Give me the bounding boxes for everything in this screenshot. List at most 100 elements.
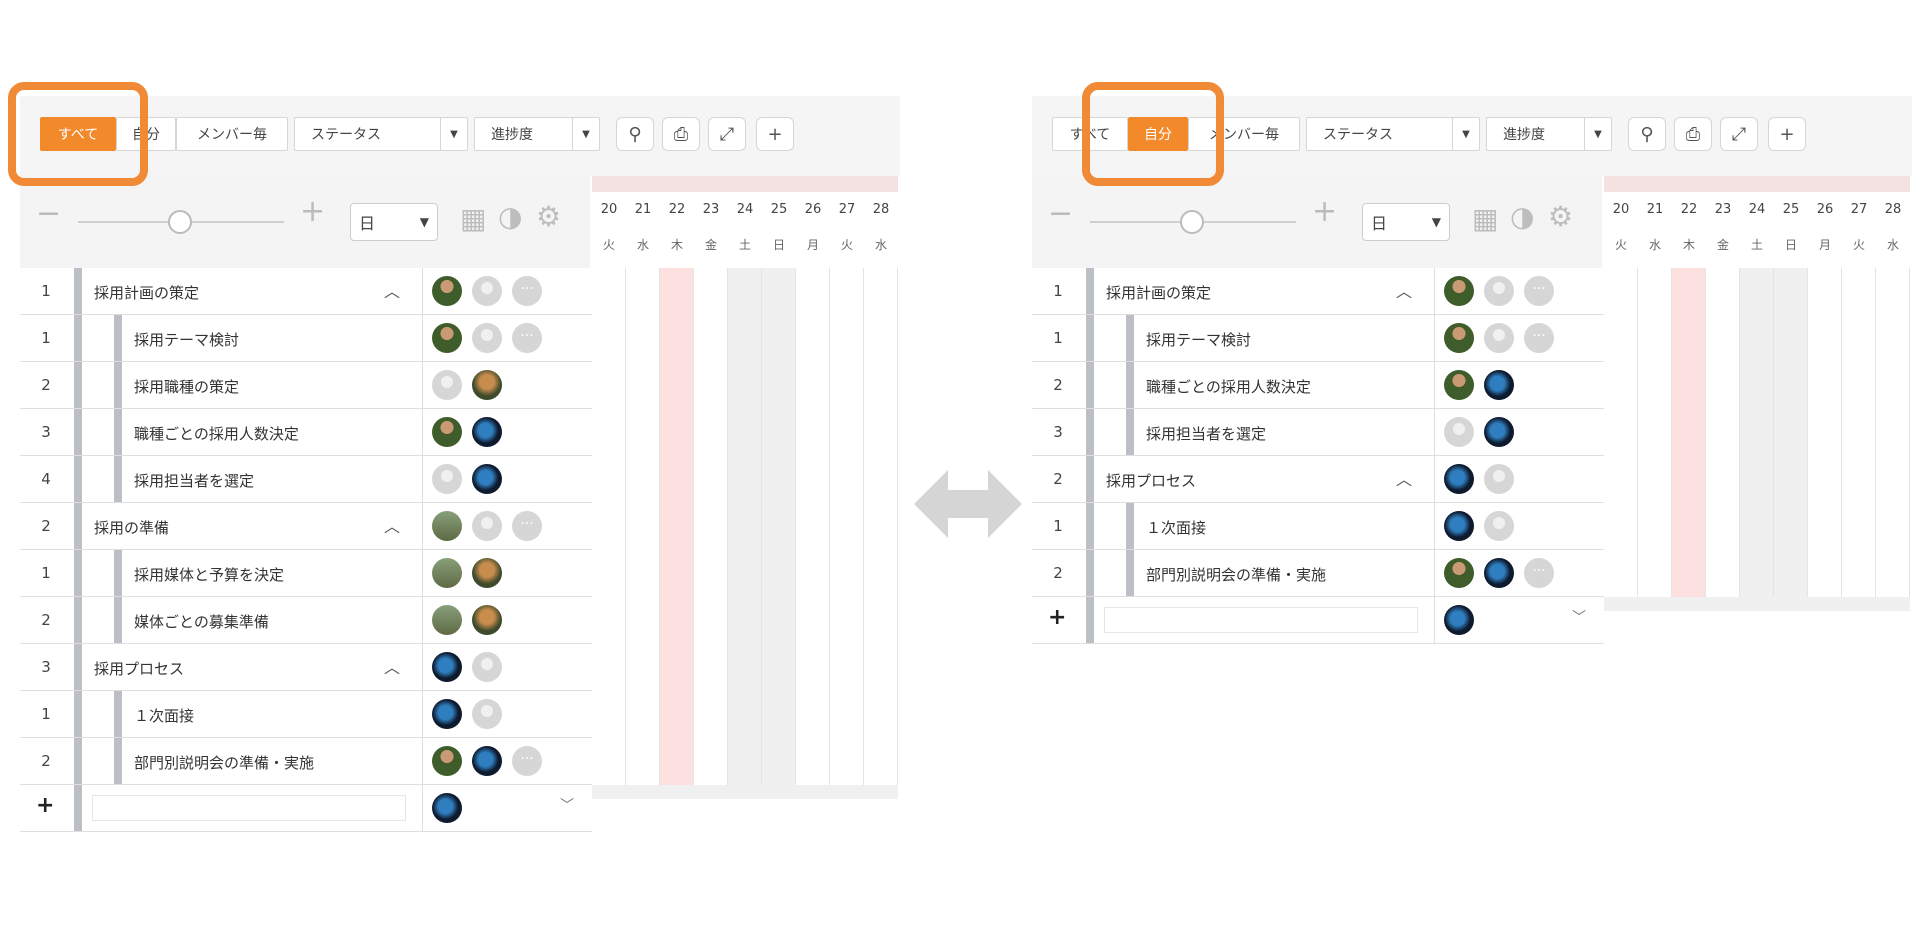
task-name[interactable]: 採用担当者を選定 [134,472,255,490]
zoom-out-icon[interactable]: − [36,196,62,231]
more-assignees-icon[interactable]: ··· [1524,276,1554,306]
chevron-down-icon[interactable]: ﹀ [560,798,574,814]
weekday-label: 土 [738,238,751,252]
task-name[interactable]: 採用媒体と予算を決定 [134,566,285,584]
task-name[interactable]: 職種ごとの採用人数決定 [1146,378,1311,396]
chevron-up-icon[interactable]: ︿ [384,282,401,301]
filter-all-button[interactable]: すべて [1052,117,1128,151]
task-name[interactable]: 採用職種の策定 [134,378,240,396]
zoom-in-icon[interactable]: + [300,194,326,229]
task-name[interactable]: １次面接 [134,707,195,725]
more-assignees-icon[interactable]: ··· [512,276,542,306]
filter-member-button[interactable]: メンバー毎 [176,117,288,151]
new-task-input[interactable] [92,795,406,821]
filter-all-button[interactable]: すべて [40,117,116,151]
more-assignees-icon[interactable]: ··· [512,511,542,541]
more-assignees-icon[interactable]: ··· [1524,323,1554,353]
more-assignees-icon[interactable]: ··· [512,746,542,776]
more-assignees-icon[interactable]: ··· [512,323,542,353]
gear-icon[interactable]: ⚙ [536,200,562,233]
chevron-up-icon[interactable]: ︿ [384,517,401,536]
plus-icon[interactable]: + [1768,117,1806,151]
chevron-up-icon[interactable]: ︿ [1396,470,1413,489]
calendar-icon[interactable]: ▦ [1472,202,1499,235]
palette-icon[interactable]: ◑ [498,200,523,233]
gear-icon[interactable]: ⚙ [1548,200,1574,233]
plus-icon[interactable]: + [756,117,794,151]
add-task-button[interactable]: + [1048,605,1067,630]
task-name[interactable]: 部門別説明会の準備・実施 [1146,566,1327,584]
progress-select[interactable]: 進捗度 [474,117,574,151]
filter-member-button[interactable]: メンバー毎 [1188,117,1300,151]
zoom-in-icon[interactable]: + [1312,194,1338,229]
fullscreen-icon[interactable]: ⤢ [708,117,746,151]
new-task-input[interactable] [1104,607,1418,633]
status-select[interactable]: ステータス [294,117,442,151]
task-name[interactable]: 採用担当者を選定 [1146,425,1267,443]
task-name[interactable]: 採用テーマ検討 [134,331,240,349]
row-indent-bar [114,315,122,361]
scale-select[interactable]: 日 ▼ [1362,203,1450,241]
status-dropdown-icon[interactable]: ▼ [1452,117,1480,151]
zoom-out-icon[interactable]: − [1048,196,1074,231]
task-name[interactable]: 採用の準備 [94,519,170,537]
zoom-slider-knob[interactable] [168,210,192,234]
date-label: 24 [736,202,754,217]
weekday-label: 火 [602,238,615,252]
progress-dropdown-icon[interactable]: ▼ [1584,117,1612,151]
task-name[interactable]: 採用プロセス [1106,472,1197,490]
calendar-icon[interactable]: ▦ [460,202,487,235]
add-task-button[interactable]: + [36,793,55,818]
status-select[interactable]: ステータス [1306,117,1454,151]
zoom-slider-knob[interactable] [1180,210,1204,234]
more-assignees-icon[interactable]: ··· [1524,558,1554,588]
search-icon[interactable]: ⚲ [616,117,654,151]
status-dropdown-icon[interactable]: ▼ [440,117,468,151]
task-name[interactable]: 採用計画の策定 [94,284,200,302]
task-name[interactable]: １次面接 [1146,519,1207,537]
search-icon[interactable]: ⚲ [1628,117,1666,151]
fullscreen-icon[interactable]: ⤢ [1720,117,1758,151]
chevron-down-icon[interactable]: ﹀ [1572,610,1586,626]
task-name[interactable]: 媒体ごとの募集準備 [134,613,269,631]
progress-select[interactable]: 進捗度 [1486,117,1586,151]
task-name[interactable]: 部門別説明会の準備・実施 [134,754,315,772]
print-icon[interactable]: ⎙ [662,117,700,151]
avatar [1484,370,1514,400]
palette-icon[interactable]: ◑ [1510,200,1535,233]
task-name[interactable]: 採用プロセス [94,660,185,678]
date-label: 25 [1782,202,1800,217]
highlight-frame [8,82,148,186]
progress-dropdown-icon[interactable]: ▼ [572,117,600,151]
row-indent-bar [114,362,122,408]
task-name[interactable]: 採用テーマ検討 [1146,331,1252,349]
calendar-day-column [1774,268,1808,597]
weekday-label: 水 [874,238,887,252]
chevron-up-icon[interactable]: ︿ [1396,282,1413,301]
print-icon[interactable]: ⎙ [1674,117,1712,151]
task-name[interactable]: 職種ごとの採用人数決定 [134,425,299,443]
task-name[interactable]: 採用計画の策定 [1106,284,1212,302]
scale-select[interactable]: 日 ▼ [350,203,438,241]
filter-self-button[interactable]: 自分 [1128,117,1188,151]
group-indent-bar [1086,550,1094,596]
chevron-up-icon[interactable]: ︿ [384,658,401,677]
